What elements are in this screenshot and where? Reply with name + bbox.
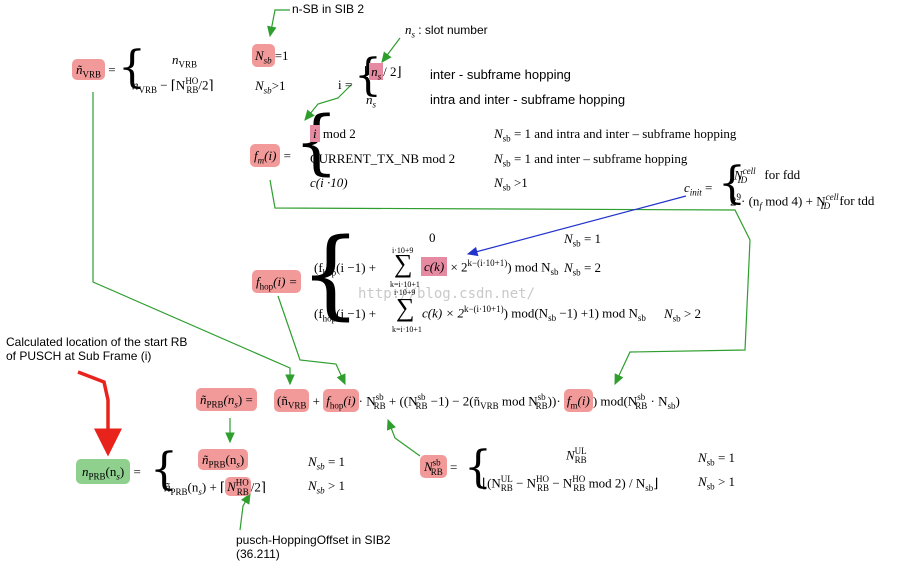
prb-cond1: Nsb = 1 [308, 454, 346, 472]
prb-result-box: nPRB(ns) [76, 459, 131, 484]
fm-cond1: Nsb = 1 and intra and inter – subframe h… [494, 126, 737, 144]
fhop-brace: { [300, 218, 362, 330]
vrb-brace: { [118, 42, 146, 93]
cinit-row2: 29· (nf mod 4) + NcellID for tdd [730, 192, 875, 211]
fhop-sum-sign: ∑ [394, 249, 413, 278]
arrow-calc-note [77, 370, 122, 457]
vrb-cond2: Nsb>1 [255, 78, 286, 96]
i-row1-desc: inter - subframe hopping [430, 67, 571, 82]
prb-term-vrb: (ñVRB [274, 389, 310, 413]
fhop-sum2-bottom: k=i·10+1 [392, 325, 422, 334]
fhop-lhs: fhop(i) = [252, 270, 302, 293]
nsbrb-brace: { [464, 442, 492, 493]
nsbrb-lhs: NsbRB = [420, 455, 457, 479]
fm-lhs: fm(i) = [250, 144, 291, 167]
fhop-row1-value: 0 [429, 230, 436, 245]
fhop-row2-cond: Nsb = 2 [564, 260, 602, 278]
cinit-brace: { [718, 158, 746, 209]
nsbrb-row1: NULRB [566, 446, 587, 465]
fm-brace: { [294, 101, 339, 183]
vrb-lhs: ñVRB = [72, 59, 116, 80]
watermark: http://blog.csdn.net/ [358, 286, 536, 302]
fm-cond3: Nsb >1 [494, 175, 528, 193]
vrb-row1: nVRB [172, 52, 198, 70]
arrow-cinit-to-ck [466, 195, 687, 257]
fhop-row3-cond: Nsb > 2 [664, 306, 702, 324]
arrow-fm-to-prb [269, 179, 751, 386]
cinit-row1: NcellID for fdd [734, 166, 801, 185]
n-sb-note: n-SB in SIB 2 [292, 2, 365, 16]
prb-term-fm: fm(i) [563, 389, 593, 413]
arrow-i-to-fm [304, 83, 353, 121]
fhop-sum-bottom: k=i·10+1 [390, 280, 420, 289]
prb-term-fhop: fhop(i) [323, 389, 359, 413]
ns-note: ns : slot number [405, 22, 488, 40]
prb-row1: ñPRB(ns) [198, 449, 249, 470]
prb-row2: ñPRB(ns) + ⌈NHORB/2⌉ [164, 477, 266, 497]
fhop-sum2-top: i·10+9 [394, 288, 416, 297]
fhop-row3: (fhop(i −1) + [314, 306, 377, 324]
arrow-offset-note [239, 492, 251, 531]
vrb-cond1: Nsb=1 [252, 44, 289, 67]
fhop-sum-top: i·10+9 [392, 246, 414, 255]
fm-row2: CURRENT_TX_NB mod 2 [310, 151, 456, 166]
offset-note: pusch-HoppingOffset in SIB2 (36.211) [236, 533, 391, 561]
fm-row1: i mod 2 [310, 125, 356, 142]
fhop-row2-body: c(k) × 2k−(i·10+1)) mod Nsb [421, 257, 559, 277]
arrow-nsbrb-to-prb [387, 418, 421, 457]
prb-tilde-lhs: ñPRB(ns) = [196, 388, 257, 411]
arrow-nsb-note [267, 9, 290, 38]
nsbrb-cond1: Nsb = 1 [698, 450, 736, 468]
i-row2-desc: intra and inter - subframe hopping [430, 92, 626, 107]
cinit-lhs: cinit = [684, 180, 713, 198]
nsbrb-row2: ⌊(NULRB − NHORB − NHORB mod 2) / Nsb⌋ [482, 474, 659, 493]
arrow-ns-note [381, 37, 401, 63]
prb-lhs: nPRB(ns) = [76, 459, 141, 484]
calc-note: Calculated location of the start RB of P… [6, 335, 188, 363]
arrow-vrb-to-prb [92, 92, 295, 386]
arrow-fhop-to-prb [277, 295, 346, 386]
fhop-row2: (fhop(i −1) + [314, 260, 377, 278]
vrb-row2: nVRB − ⌈NHORB/2⌉ [132, 76, 214, 95]
fm-cond2: Nsb = 1 and inter – subframe hopping [494, 151, 688, 169]
prb-brace: { [150, 444, 178, 495]
vrb-lhs-box: ñVRB [72, 59, 106, 80]
fhop-row1-cond: Nsb = 1 [564, 231, 602, 249]
fhop-sum2-sign: ∑ [396, 293, 415, 322]
i-row1: ⌊ns/ 2⌋ [364, 63, 402, 82]
i-lhs: i = [338, 77, 353, 92]
nsbrb-cond2: Nsb > 1 [698, 474, 736, 492]
fhop-row3-body: c(k) × 2k−(i·10+1)) mod(Nsb −1) +1) mod … [422, 304, 646, 323]
fm-row3: c(i ·10) [310, 175, 348, 190]
prb-cond2: Nsb > 1 [308, 478, 346, 496]
i-row2: ns [366, 92, 377, 110]
prb-tilde-rhs: (ñVRB + fhop(i)· NsbRB + ((NsbRB −1) − 2… [274, 389, 680, 413]
